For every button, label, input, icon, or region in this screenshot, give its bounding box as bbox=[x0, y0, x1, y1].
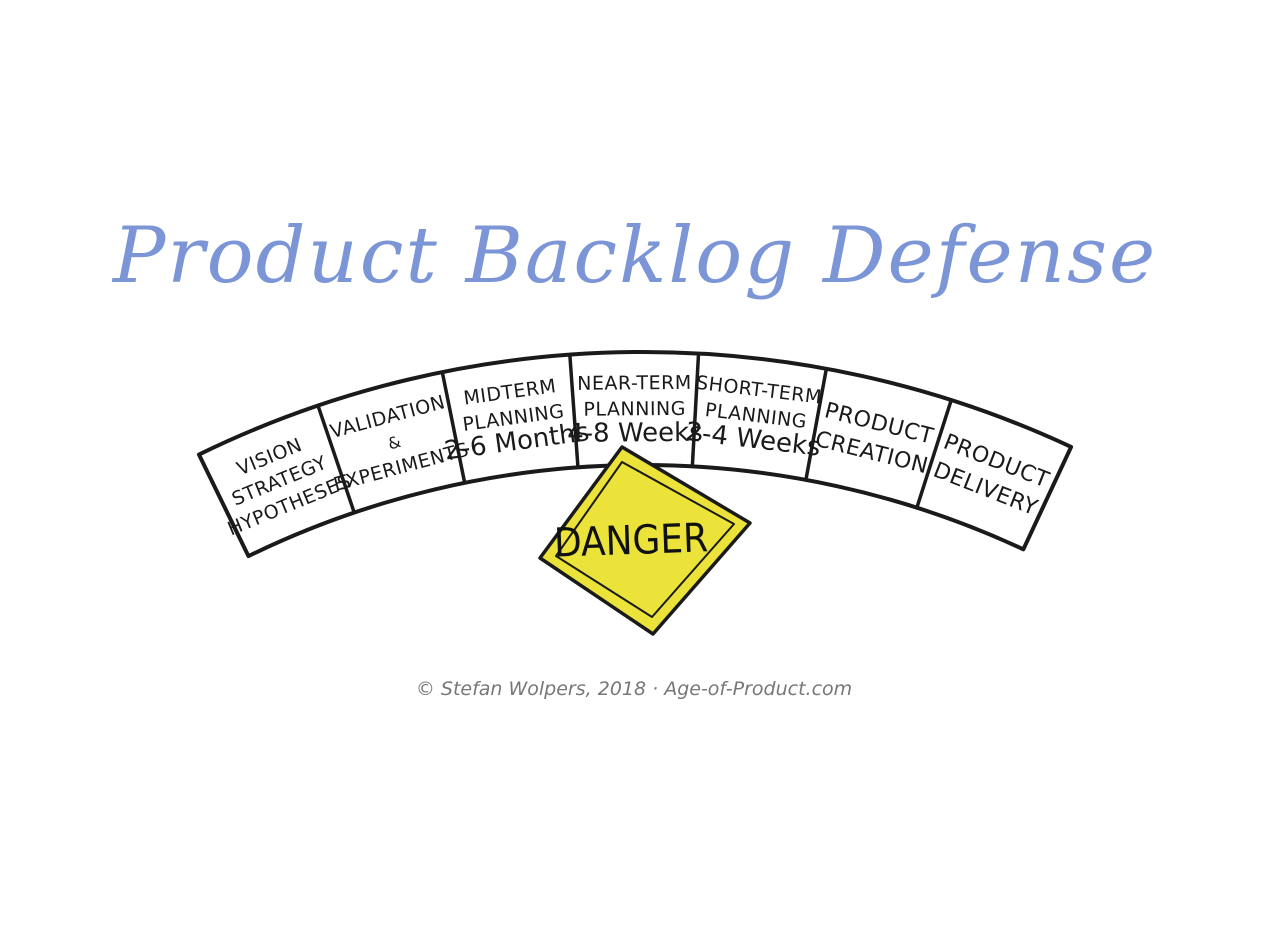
warning-sign-icon-inner bbox=[555, 461, 735, 618]
segment-divider bbox=[316, 404, 356, 514]
segment-divider bbox=[915, 399, 953, 509]
danger-sign: DANGER bbox=[538, 445, 752, 636]
diagram-title: Product Backlog Defense bbox=[111, 211, 1157, 301]
segment-divider bbox=[440, 371, 467, 484]
segment-divider bbox=[690, 353, 701, 467]
segment-divider bbox=[804, 368, 829, 481]
segment-label-line: 4-8 Weeks bbox=[567, 418, 703, 449]
segment-label-line: & bbox=[386, 432, 403, 454]
segment-divider bbox=[568, 354, 580, 468]
segment-label-line: PLANNING bbox=[583, 398, 686, 421]
copyright-credit: © Stefan Wolpers, 2018 · Age-of-Product.… bbox=[416, 678, 852, 700]
segment-label-line: NEAR-TERM bbox=[577, 372, 692, 395]
warning-sign-icon bbox=[538, 445, 752, 636]
danger-label: DANGER bbox=[553, 515, 709, 566]
